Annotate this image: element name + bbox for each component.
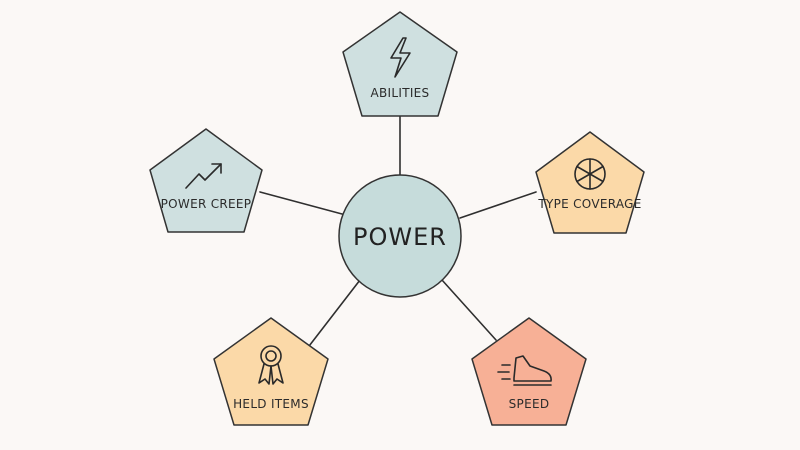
node-held-items: HELD ITEMS bbox=[213, 317, 329, 426]
node-power-creep-label: POWER CREEP bbox=[161, 197, 252, 211]
edge-held-items bbox=[305, 279, 361, 351]
node-speed-shape bbox=[471, 317, 587, 426]
node-speed: SPEED bbox=[471, 317, 587, 426]
node-abilities-shape bbox=[342, 11, 458, 117]
edge-type-coverage bbox=[459, 191, 537, 219]
edge-speed bbox=[441, 279, 497, 341]
center-node-circle bbox=[338, 174, 462, 298]
center-node-label: POWER bbox=[353, 223, 447, 251]
node-power-creep: POWER CREEP bbox=[149, 128, 263, 233]
node-type-coverage-label: TYPE COVERAGE bbox=[537, 197, 641, 211]
type-wheel-icon bbox=[574, 158, 606, 190]
ribbon-medal-icon bbox=[258, 345, 284, 385]
node-speed-label: SPEED bbox=[509, 397, 550, 411]
center-node: POWER bbox=[338, 174, 462, 298]
node-held-items-label: HELD ITEMS bbox=[233, 397, 309, 411]
node-abilities-label: ABILITIES bbox=[371, 86, 430, 100]
edges bbox=[259, 115, 537, 351]
running-shoe-icon bbox=[497, 355, 552, 386]
trend-up-arrow-icon bbox=[185, 163, 222, 189]
node-power-creep-shape bbox=[149, 128, 263, 233]
node-abilities: ABILITIES bbox=[342, 11, 458, 117]
lightning-bolt-icon bbox=[390, 37, 411, 78]
node-type-coverage: TYPE COVERAGE bbox=[535, 131, 645, 234]
edge-power-creep bbox=[259, 191, 343, 215]
